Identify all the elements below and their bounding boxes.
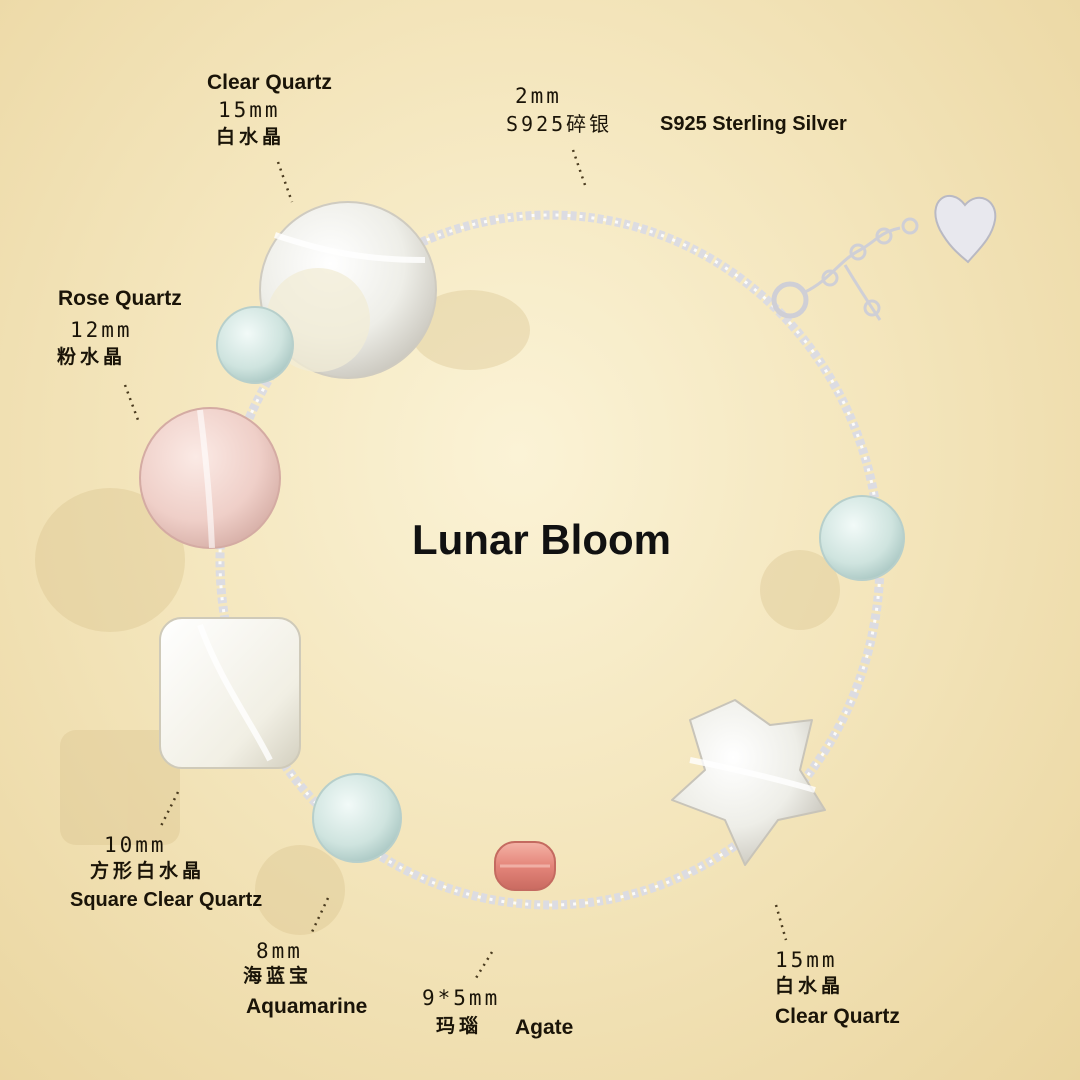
label-agate-en: Agate xyxy=(515,1016,574,1039)
bead-square-clear-quartz xyxy=(159,617,301,769)
product-title: Lunar Bloom xyxy=(412,516,671,563)
shadow-clear-quartz-top xyxy=(410,290,530,370)
label-aquamarine-cn: 海蓝宝 xyxy=(243,965,313,987)
label-clear-quartz-top-en: Clear Quartz xyxy=(207,71,332,94)
bead-aquamarine-top xyxy=(216,306,294,384)
label-square-quartz-cn: 方形白水晶 xyxy=(90,860,206,882)
extender-chain xyxy=(771,217,919,321)
label-aquamarine-size: 8mm xyxy=(256,939,303,963)
bead-agate xyxy=(494,841,556,891)
label-silver-cn: S925碎银 xyxy=(506,112,613,136)
label-rose-quartz-size: 12mm xyxy=(70,318,133,342)
label-star-quartz-en: Clear Quartz xyxy=(775,1005,900,1028)
bead-rose-quartz xyxy=(139,407,281,549)
bead-aquamarine xyxy=(312,773,402,863)
bead-shadows xyxy=(35,290,840,935)
label-clear-quartz-top-size: 15mm xyxy=(218,98,281,122)
heart-charm-icon xyxy=(934,194,997,264)
bead-star-clear-quartz xyxy=(671,699,826,866)
label-square-quartz-size: 10mm xyxy=(104,833,167,857)
shadow-aquamarine xyxy=(255,845,345,935)
bead-aquamarine-right xyxy=(819,495,905,581)
shadow-aquamarine-right xyxy=(760,550,840,630)
label-star-quartz-cn: 白水晶 xyxy=(775,975,845,997)
shadow-square-quartz xyxy=(60,730,180,845)
shadow-rose-quartz xyxy=(35,488,185,632)
label-rose-quartz-en: Rose Quartz xyxy=(58,287,182,310)
label-silver-size: 2mm xyxy=(515,84,562,108)
label-clear-quartz-top-cn: 白水晶 xyxy=(216,126,286,148)
label-rose-quartz-cn: 粉水晶 xyxy=(57,346,127,368)
label-star-quartz-size: 15mm xyxy=(775,948,838,972)
label-aquamarine-en: Aquamarine xyxy=(246,995,368,1018)
label-agate-cn: 玛瑙 xyxy=(436,1015,483,1037)
label-silver-en: S925 Sterling Silver xyxy=(660,113,847,135)
label-square-quartz-en: Square Clear Quartz xyxy=(70,889,263,911)
label-agate-size: 9*5mm xyxy=(422,986,501,1010)
label-leader-lines xyxy=(123,149,788,979)
